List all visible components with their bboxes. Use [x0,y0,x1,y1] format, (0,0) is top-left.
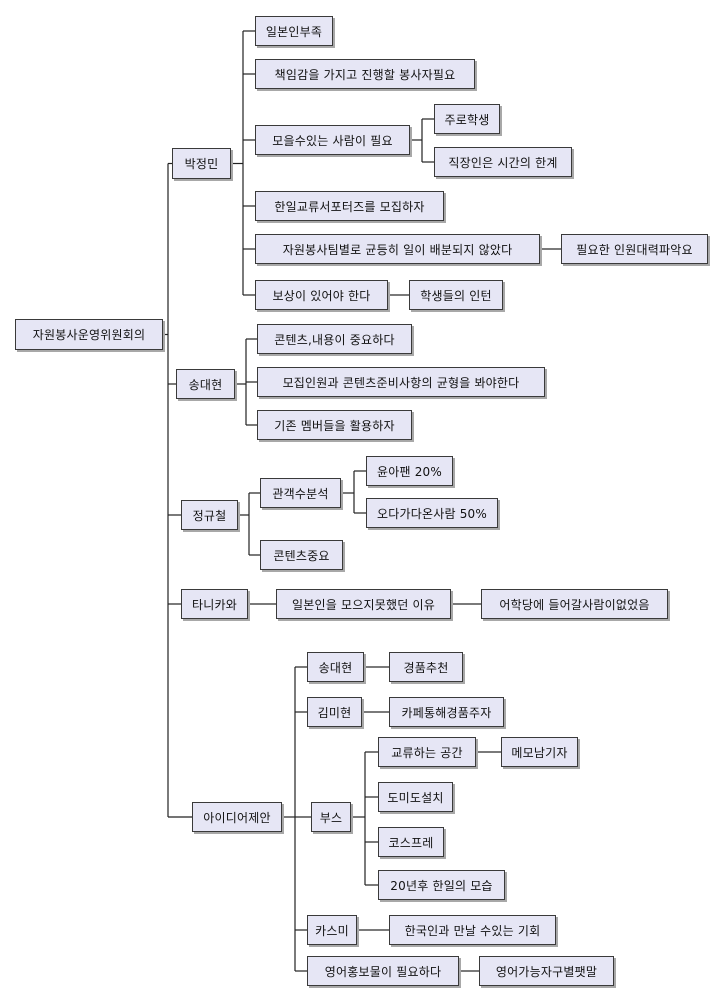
node-exchange-space[interactable]: 교류하는 공간 [378,737,476,767]
node-tanikawa[interactable]: 타니카와 [181,589,248,619]
node-song-daehyun-idea[interactable]: 송대현 [307,652,364,682]
node-lack-japanese[interactable]: 일본인부족 [255,16,333,46]
node-chance-meet-koreans[interactable]: 한국인과 만날 수있는 기회 [389,915,556,945]
node-assess-needed-staff[interactable]: 필요한 인원대력파악요 [561,234,708,264]
node-audience-analysis[interactable]: 관객수분석 [260,478,341,508]
node-prize-suggestion[interactable]: 경품추천 [389,652,463,682]
node-yoona-fans[interactable]: 윤아팬 20% [366,456,453,486]
node-leave-memo[interactable]: 메모남기자 [501,737,578,767]
node-booth[interactable]: 부스 [311,802,351,832]
node-no-language-students[interactable]: 어학당에 들어갈사람이없었음 [481,589,668,619]
node-prize-via-cafe[interactable]: 카페통해경품주자 [389,697,504,727]
node-passersby[interactable]: 오다가다온사람 50% [366,498,498,528]
node-domino-setup[interactable]: 도미도설치 [378,782,453,812]
node-recruit-supporters[interactable]: 한일교류서포터즈를 모집하자 [255,191,444,221]
node-kasumi[interactable]: 카스미 [307,915,357,945]
node-need-recruiters[interactable]: 모을수있는 사람이 필요 [255,125,410,155]
node-use-existing-members[interactable]: 기존 멤버들을 활용하자 [257,410,412,440]
node-kim-mihyun[interactable]: 김미현 [307,697,362,727]
node-workers-time-limit[interactable]: 직장인은 시간의 한계 [434,147,572,177]
root-node[interactable]: 자원봉사운영위원회의 [15,319,163,350]
node-content-matters[interactable]: 콘텐츠중요 [260,540,343,570]
node-mainly-students[interactable]: 주로학생 [434,104,500,134]
node-uneven-work-distribution[interactable]: 자원봉사팀별로 균등히 일이 배분되지 않았다 [255,234,540,264]
node-content-important[interactable]: 콘텐츠,내용이 중요하다 [257,324,412,354]
node-student-internship[interactable]: 학생들의 인턴 [409,280,503,310]
node-reason-failed-recruit[interactable]: 일본인을 모으지못했던 이유 [276,589,451,619]
node-need-english-promo[interactable]: 영어홍보물이 필요하다 [307,956,459,986]
node-jung-gyucheol[interactable]: 정규철 [181,500,238,530]
node-park-jungmin[interactable]: 박정민 [172,148,231,179]
node-idea-proposal[interactable]: 아이디어제안 [192,802,282,832]
node-cosplay[interactable]: 코스프레 [378,827,444,857]
node-korea-japan-20-years[interactable]: 20년후 한일의 모습 [378,870,505,900]
node-english-speaker-sign[interactable]: 영어가능자구별팻말 [479,956,614,986]
node-balance-recruit-content[interactable]: 모집인원과 콘텐츠준비사항의 균형을 봐야한다 [257,367,545,397]
node-need-responsible-volunteers[interactable]: 책임감을 가지고 진행할 봉사자필요 [255,59,475,89]
node-need-reward[interactable]: 보상이 있어야 한다 [255,280,388,310]
node-song-daehyun[interactable]: 송대현 [176,369,235,399]
